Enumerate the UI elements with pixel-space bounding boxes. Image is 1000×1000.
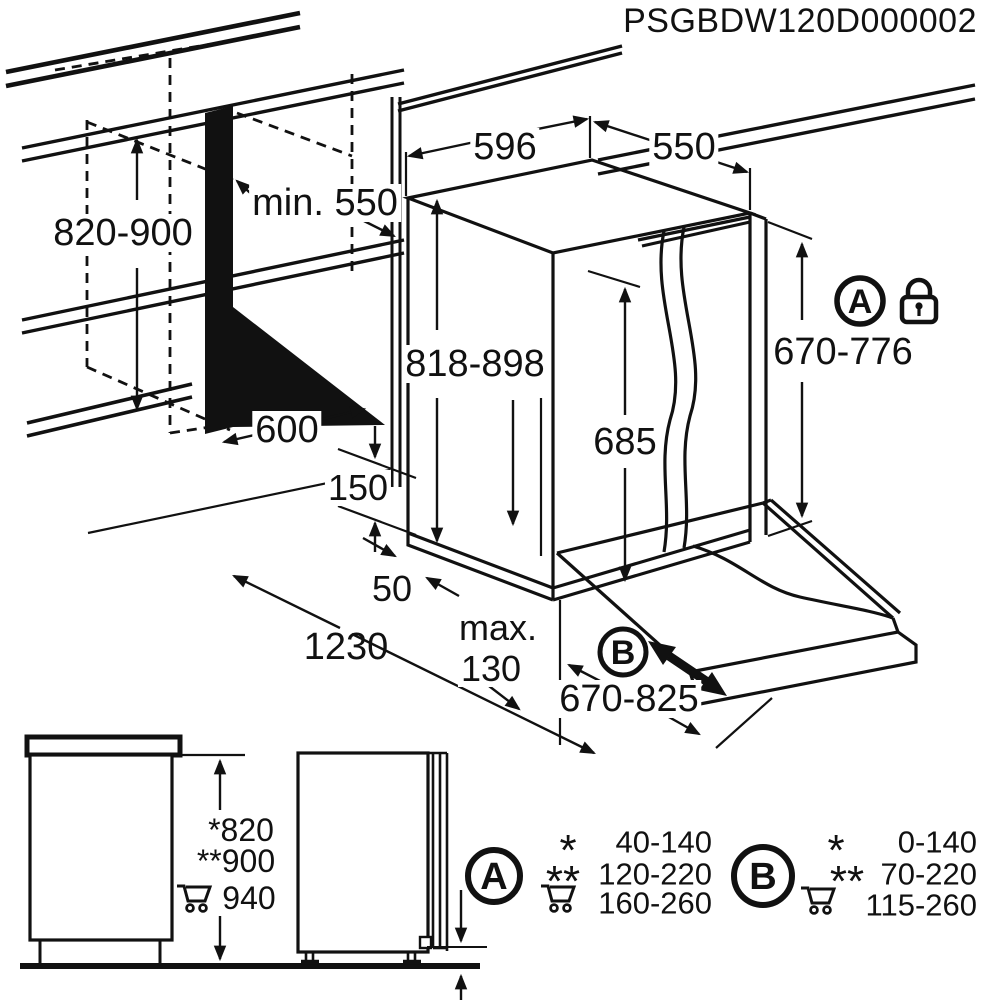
door-bracket: [418, 935, 433, 950]
dim-niche-height: 820-900: [50, 214, 196, 252]
table-b-range-2: 70-220: [880, 856, 977, 892]
table-a-symbol-2: **: [545, 857, 581, 906]
table-a-letter: A: [480, 856, 508, 898]
dim-door-height: 685: [590, 423, 660, 461]
worktop-back-edge: [5, 10, 301, 89]
circle-b-marker: [597, 626, 649, 678]
table-a-range-2: 120-220: [598, 856, 712, 892]
worktop-height-high: **900: [193, 845, 279, 877]
panel-break-wave: [692, 544, 894, 620]
appliance-side-view: [296, 751, 487, 1000]
table-a-range-1: 40-140: [615, 824, 712, 860]
dim-pullout-depth: 1230: [303, 626, 389, 668]
door-break-wave: [679, 226, 698, 549]
cabinet-base-edge: [26, 382, 193, 438]
side-panel-edge: [390, 97, 402, 487]
worktop-height-standard: *820: [205, 814, 277, 846]
door-break-wave: [659, 230, 678, 553]
table-b-range-3: 115-260: [865, 887, 977, 923]
cart-icon: [541, 884, 577, 913]
circle-a-marker: [834, 275, 886, 327]
niche-opening-shadow: [205, 106, 385, 434]
marker-a-letter: A: [847, 283, 873, 321]
dim-panel-a-height: 670-776: [770, 333, 916, 371]
cart-icon: [177, 884, 213, 913]
slide-direction-arrow: [648, 641, 727, 696]
dim-panel-b-travel: 670-825: [556, 680, 702, 718]
dim-appliance-width: 596: [470, 128, 540, 166]
dim-max-value: 130: [457, 651, 525, 687]
dim-max-label: max.: [455, 610, 541, 646]
worktop-front-edge: [21, 44, 976, 335]
table-b-range-1: 0-140: [897, 824, 977, 860]
model-code: PSGBDW120D000002: [623, 2, 977, 41]
cart-icon: [801, 886, 837, 915]
dim-plinth-gap: 50: [368, 571, 416, 607]
cabinet-side-view: [20, 734, 480, 969]
table-b-symbol-2: **: [829, 857, 865, 906]
dim-plinth-height: 150: [324, 470, 392, 506]
padlock-icon: [899, 277, 939, 325]
worktop-height-trolley: 940: [219, 882, 279, 914]
table-a-symbol-1: *: [559, 826, 577, 875]
dim-appliance-depth: 550: [649, 128, 719, 166]
dim-appliance-height: 818-898: [402, 345, 548, 383]
floor-reference-lines: [87, 116, 813, 749]
dim-niche-width: 600: [252, 411, 322, 449]
table-b-letter: B: [749, 856, 777, 898]
table-b-symbol-1: *: [827, 826, 845, 875]
dim-niche-depth: min. 550: [249, 184, 401, 222]
circle-a-table: [465, 847, 523, 905]
table-a-range-3: 160-260: [598, 885, 712, 921]
marker-b-letter: B: [610, 634, 636, 672]
circle-b-table: [731, 844, 795, 908]
